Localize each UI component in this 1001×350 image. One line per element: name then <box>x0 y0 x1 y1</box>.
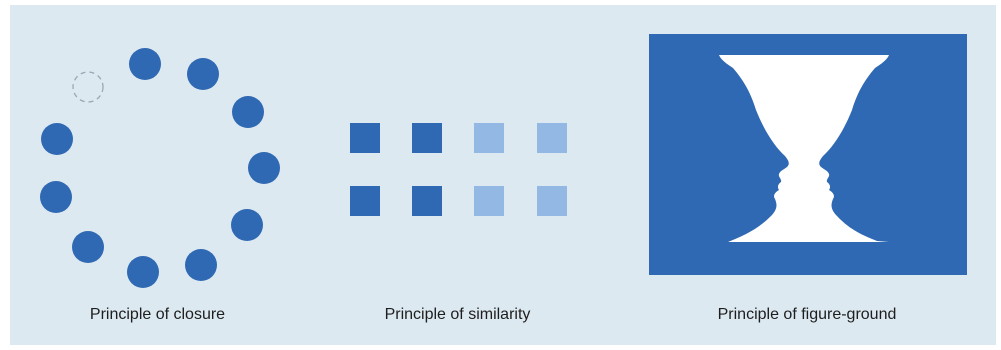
caption-figure-ground: Principle of figure-ground <box>717 306 897 323</box>
closure-dot <box>231 209 263 241</box>
similarity-square-dark <box>412 186 442 216</box>
similarity-grid-diagram <box>350 123 567 216</box>
closure-figure <box>0 0 300 300</box>
closure-dot <box>187 58 219 90</box>
closure-dot <box>72 231 104 263</box>
similarity-square-light <box>537 186 567 216</box>
closure-dot <box>127 256 159 288</box>
closure-dot <box>40 181 72 213</box>
similarity-square-light <box>537 123 567 153</box>
similarity-square-dark <box>350 123 380 153</box>
similarity-square-light <box>474 186 504 216</box>
closure-dot <box>232 96 264 128</box>
rubin-vase-illustration <box>649 34 967 275</box>
caption-similarity: Principle of similarity <box>384 306 531 323</box>
similarity-square-light <box>474 123 504 153</box>
figure-ground-figure <box>649 34 967 275</box>
closure-dot <box>41 123 73 155</box>
closure-dot <box>248 152 280 184</box>
similarity-figure <box>350 123 567 216</box>
missing-dot-outline <box>72 71 104 103</box>
similarity-square-dark <box>412 123 442 153</box>
vase-silhouette-icon <box>719 55 889 242</box>
similarity-square-dark <box>350 186 380 216</box>
closure-circle-diagram <box>40 48 280 288</box>
caption-closure: Principle of closure <box>89 306 226 323</box>
closure-dot <box>185 249 217 281</box>
closure-dot <box>129 48 161 80</box>
